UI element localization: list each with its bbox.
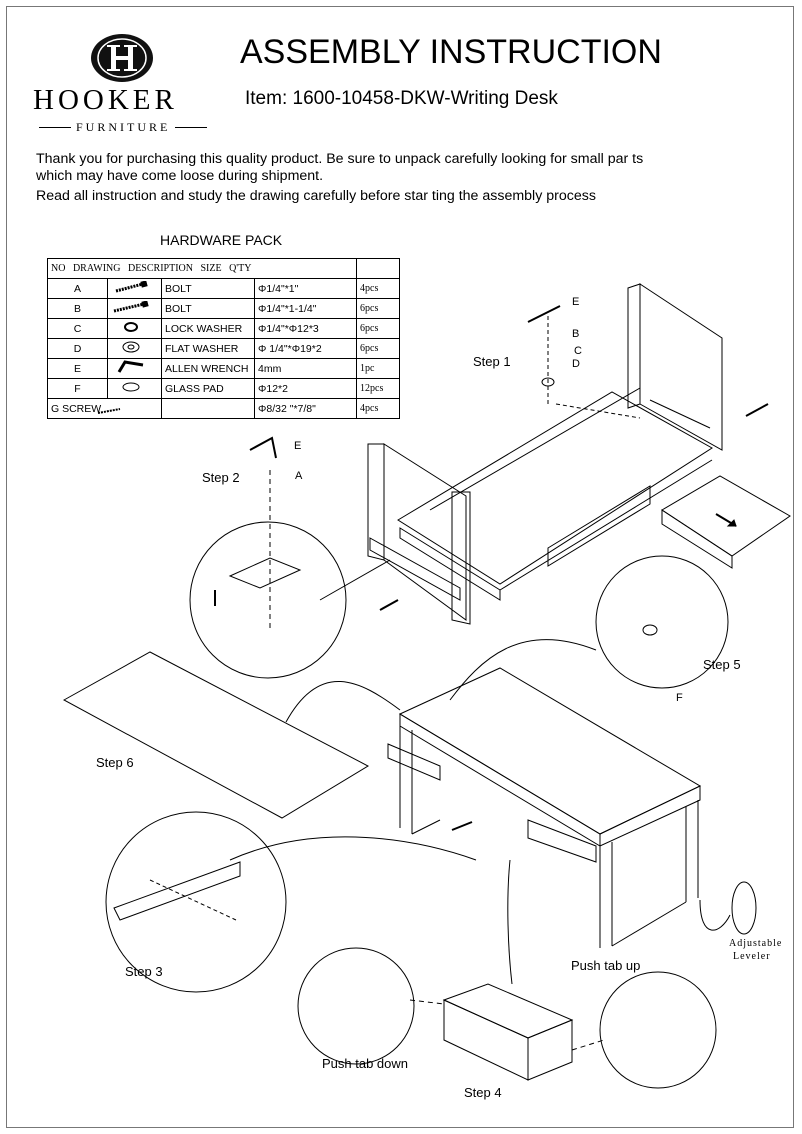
leveler-detail xyxy=(731,881,757,935)
screw-icon xyxy=(97,408,121,414)
intro-line-3: Read all instruction and study the drawi… xyxy=(36,188,596,204)
step-5-label: Step 5 xyxy=(703,657,741,672)
push-tab-up-label: Push tab up xyxy=(571,958,641,973)
leveler-label: Leveler xyxy=(733,951,771,962)
step4-right-detail-circle xyxy=(599,971,717,1089)
hooker-logo xyxy=(90,33,154,88)
row-qty: 4pcs xyxy=(356,398,400,419)
step4-left-detail-circle xyxy=(297,947,415,1065)
callout-a: A xyxy=(295,470,303,482)
row-desc: BOLT xyxy=(161,278,255,299)
intro-line-1: Thank you for purchasing this quality pr… xyxy=(36,151,644,167)
hardware-pack-title: HARDWARE PACK xyxy=(160,232,283,248)
callout-e: E xyxy=(572,296,580,308)
adjustable-label: Adjustable xyxy=(729,938,783,949)
row-desc: FLAT WASHER xyxy=(161,338,255,359)
step5-detail-circle xyxy=(595,555,729,689)
table-row: E ALLEN WRENCH 4mm 1pc xyxy=(47,358,400,379)
row-desc: GLASS PAD xyxy=(161,378,255,399)
desk-frame-drawing xyxy=(367,283,723,625)
glass-pad-icon xyxy=(107,378,162,399)
table-row: G SCREW Φ8/32 "*7/8" 4pcs xyxy=(47,398,400,419)
step-4-label: Step 4 xyxy=(464,1085,502,1100)
logo-subtitle-text: FURNITURE xyxy=(76,120,171,134)
row-size: Φ8/32 "*7/8" xyxy=(254,398,357,419)
step2-detail-circle xyxy=(189,521,347,679)
callout-b: B xyxy=(572,328,580,340)
bolt-icon xyxy=(107,278,162,299)
step-1-label: Step 1 xyxy=(473,354,511,369)
table-row: F GLASS PAD Φ12*2 12pcs xyxy=(47,378,400,399)
logo-subtitle: FURNITURE xyxy=(34,120,212,135)
drawer-drawing xyxy=(661,475,791,557)
step4-drawer-drawing xyxy=(442,983,574,1039)
row-no: G SCREW xyxy=(51,402,102,415)
push-tab-down-label: Push tab down xyxy=(322,1056,409,1071)
table-row: A BOLT Φ1/4"*1" 4pcs xyxy=(47,278,400,299)
glass-panel-drawing xyxy=(62,651,370,819)
callout-e-step2: E xyxy=(294,440,302,452)
callout-d: D xyxy=(572,358,580,370)
hardware-table: NO DRAWING DESCRIPTION SIZE Q'TY A BOLT … xyxy=(47,258,400,419)
row-size: Φ1/4"*1-1/4" xyxy=(254,298,357,319)
step-2-label: Step 2 xyxy=(202,470,240,485)
logo-wordmark: HOOKER xyxy=(33,84,178,116)
row-no-screw: G SCREW xyxy=(47,398,162,419)
item-number: Item: 1600-10458-DKW-Writing Desk xyxy=(245,88,558,109)
step3-detail-circle xyxy=(105,811,287,993)
assembled-desk-drawing xyxy=(387,667,702,948)
table-row: B BOLT Φ1/4"*1-1/4" 6pcs xyxy=(47,298,400,319)
step-6-label: Step 6 xyxy=(96,755,134,770)
page-border xyxy=(6,6,794,1128)
intro-line-2: which may have come loose during shipmen… xyxy=(36,168,324,184)
callout-f: F xyxy=(676,692,683,704)
page-title: ASSEMBLY INSTRUCTION xyxy=(240,33,662,71)
step-3-label: Step 3 xyxy=(125,964,163,979)
callout-c: C xyxy=(574,345,582,357)
logo-emblem-icon xyxy=(91,34,153,82)
